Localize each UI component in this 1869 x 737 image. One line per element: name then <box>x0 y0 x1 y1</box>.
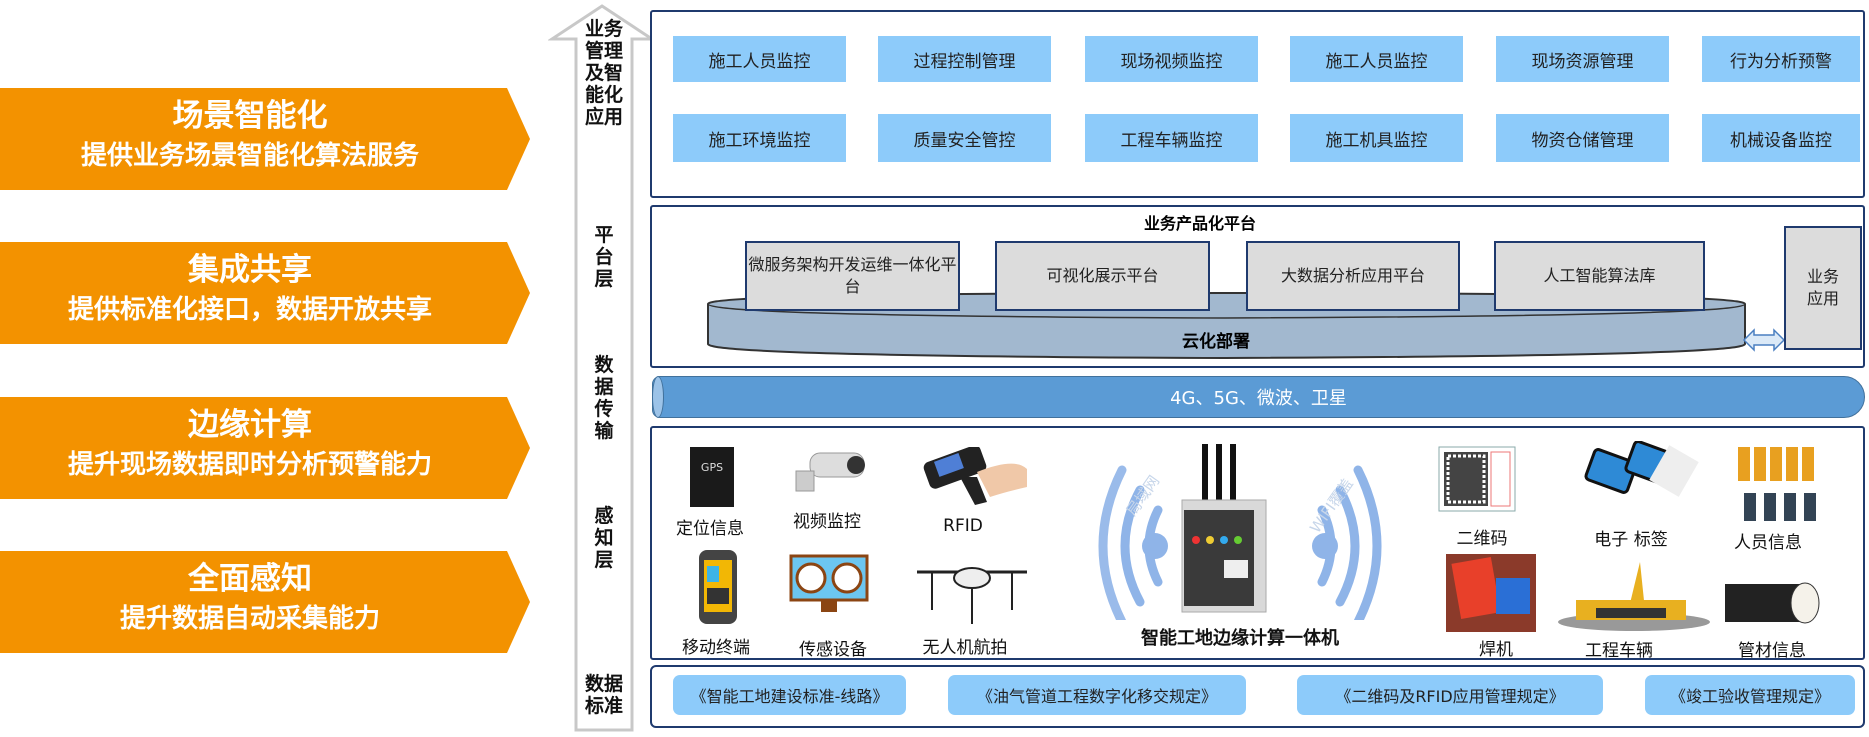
banner-edge-computing: 边缘计算提升现场数据即时分析预警能力 <box>0 397 530 499</box>
camera-icon <box>795 452 865 492</box>
item-welder: 焊机 <box>1479 640 1513 660</box>
layer-label-app: 业务管理及智能化应用 <box>584 18 623 128</box>
banner-subtitle: 提升数据自动采集能力 <box>119 604 380 634</box>
item-drone: 无人机航拍 <box>922 638 1008 658</box>
transport-label: 4G、5G、微波、卫星 <box>1170 388 1347 409</box>
banner-title: 集成共享 <box>188 252 312 288</box>
module-ai-algorithms[interactable]: 人工智能算法库 <box>1494 241 1705 311</box>
banner-title: 边缘计算 <box>188 407 312 443</box>
app-worker-monitor[interactable]: 施工人员监控 <box>673 36 846 82</box>
app-machine-monitor[interactable]: 机械设备监控 <box>1702 114 1860 162</box>
workers-icon <box>1738 447 1816 521</box>
platform-title: 业务产品化平台 <box>1143 214 1257 233</box>
app-tool-monitor[interactable]: 施工机具监控 <box>1290 114 1463 162</box>
double-arrow-icon <box>1742 328 1786 352</box>
item-sensor: 传感设备 <box>799 640 867 660</box>
module-bigdata[interactable]: 大数据分析应用平台 <box>1246 241 1460 311</box>
welder-icon <box>1446 554 1536 632</box>
pipe-end <box>652 376 664 418</box>
pipe-icon <box>1725 582 1820 624</box>
item-mobile: 移动终端 <box>682 638 750 658</box>
banner-title: 全面感知 <box>188 561 312 597</box>
item-rfid: RFID <box>943 516 983 536</box>
electronic-tag-icon <box>1584 441 1699 497</box>
layer-label-standard: 数据标准 <box>584 673 623 717</box>
app-vehicle-monitor[interactable]: 工程车辆监控 <box>1085 114 1258 162</box>
gps-text: GPS <box>700 461 724 474</box>
business-app-box[interactable]: 业务应用 <box>1784 226 1862 350</box>
app-environment-monitor[interactable]: 施工环境监控 <box>673 114 846 162</box>
rfid-scanner-icon <box>923 447 1027 505</box>
banner-subtitle: 提供标准化接口，数据开放共享 <box>67 295 432 325</box>
layer-label-sensing: 感知层 <box>594 505 614 571</box>
item-video: 视频监控 <box>793 512 861 532</box>
app-resource-management[interactable]: 现场资源管理 <box>1496 36 1669 82</box>
banner-scene-intelligence: 场景智能化提供业务场景智能化算法服务 <box>0 88 530 190</box>
layer-label-platform: 平台层 <box>594 224 614 290</box>
banner-full-sensing: 全面感知提升数据自动采集能力 <box>0 551 530 653</box>
app-quality-safety[interactable]: 质量安全管控 <box>878 114 1051 162</box>
module-microservice[interactable]: 微服务架构开发运维一体化平台 <box>745 241 960 311</box>
sensor-device-icon <box>789 554 869 612</box>
banner-subtitle: 提供业务场景智能化算法服务 <box>80 141 419 171</box>
app-worker-monitor-2[interactable]: 施工人员监控 <box>1290 36 1463 82</box>
banner-subtitle: 提升现场数据即时分析预警能力 <box>67 450 432 480</box>
qr-code-icon <box>1438 446 1516 512</box>
module-visualization[interactable]: 可视化展示平台 <box>995 241 1210 311</box>
app-warehouse[interactable]: 物资仓储管理 <box>1496 114 1669 162</box>
item-location: 定位信息 <box>676 519 744 539</box>
app-site-video[interactable]: 现场视频监控 <box>1085 36 1258 82</box>
item-qr-code: 二维码 <box>1456 529 1508 549</box>
layer-label-transport: 数据传输 <box>594 354 614 442</box>
banner-title: 场景智能化 <box>172 98 328 134</box>
standard-acceptance[interactable]: 《竣工验收管理规定》 <box>1645 675 1855 715</box>
item-pipe: 管材信息 <box>1738 641 1806 661</box>
transport-pipe: 4G、5G、微波、卫星 <box>652 376 1865 418</box>
item-vehicles: 工程车辆 <box>1585 641 1653 661</box>
app-process-control[interactable]: 过程控制管理 <box>878 36 1051 82</box>
standard-smart-site[interactable]: 《智能工地建设标准-线路》 <box>673 675 906 715</box>
gps-device-icon: GPS <box>690 447 734 507</box>
edge-computer-icon <box>1181 444 1267 613</box>
banner-integration-sharing: 集成共享提供标准化接口，数据开放共享 <box>0 242 530 344</box>
standard-qr-rfid[interactable]: 《二维码及RFID应用管理规定》 <box>1297 675 1603 715</box>
mobile-terminal-icon <box>699 550 737 624</box>
standard-pipeline-handover[interactable]: 《油气管道工程数字化移交规定》 <box>948 675 1246 715</box>
engineering-vehicles-icon <box>1558 562 1710 631</box>
wifi-signal-icon <box>1098 465 1382 620</box>
drone-icon <box>917 567 1027 624</box>
app-behavior-warning[interactable]: 行为分析预警 <box>1702 36 1860 82</box>
cloud-deploy-label: 云化部署 <box>1182 332 1250 352</box>
edge-device-label: 智能工地边缘计算一体机 <box>1141 628 1339 649</box>
item-personnel: 人员信息 <box>1734 533 1802 553</box>
item-electronic-tag: 电子 标签 <box>1594 530 1668 550</box>
up-arrow-icon <box>548 4 656 732</box>
